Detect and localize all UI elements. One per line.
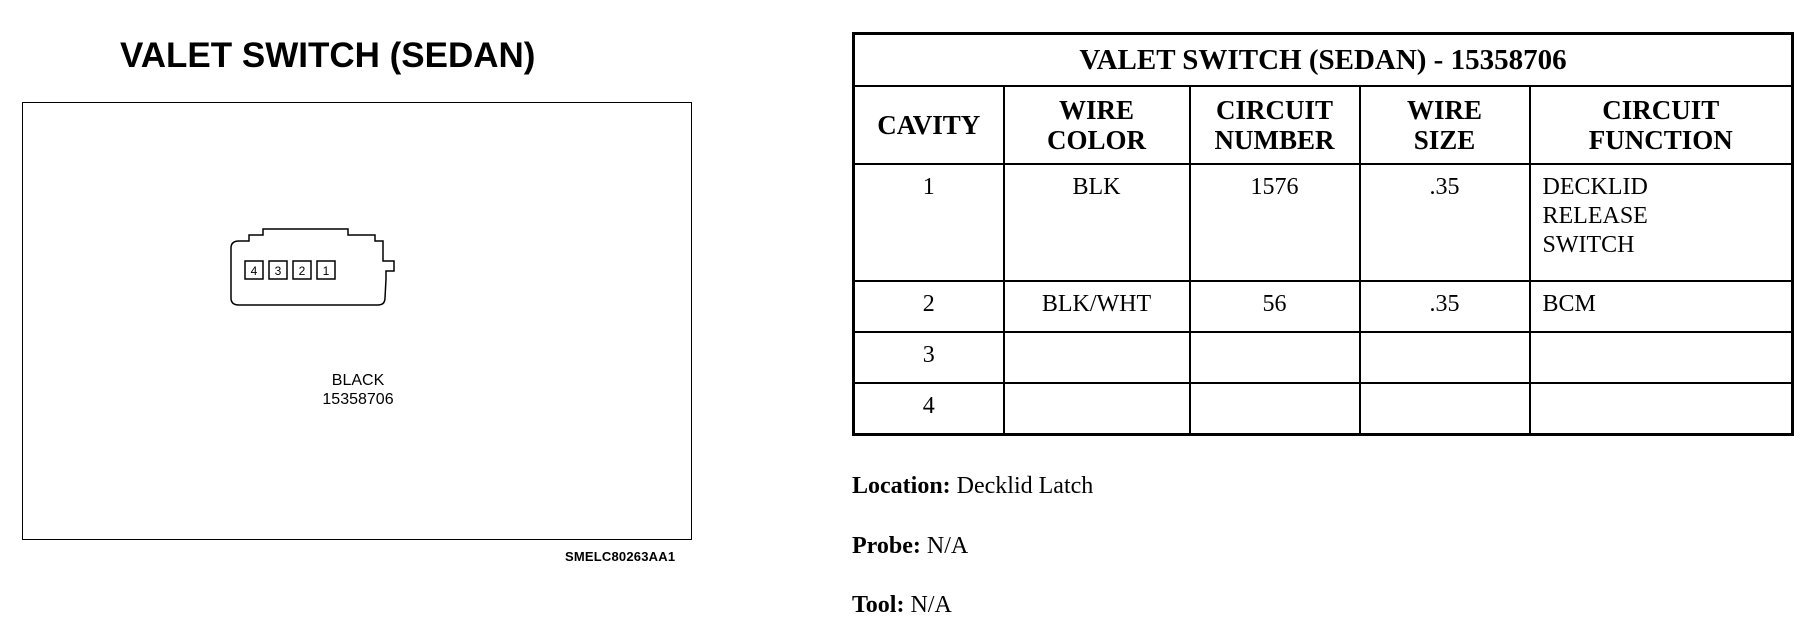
cell-circuit-function: BCM xyxy=(1528,280,1794,333)
probe-line: Probe: N/A xyxy=(852,533,968,560)
diagram-title: VALET SWITCH (SEDAN) xyxy=(120,36,536,75)
cavity-1 xyxy=(316,260,336,280)
pinout-table: VALET SWITCH (SEDAN) - 15358706 CAVITY W… xyxy=(852,32,1794,436)
table-row: 4 xyxy=(852,382,1794,436)
cell-circuit-function: DECKLID RELEASE SWITCH xyxy=(1528,163,1794,282)
cell-wire-size: .35 xyxy=(1358,163,1531,282)
probe-value: N/A xyxy=(926,533,969,559)
pin-label: 2 xyxy=(299,264,306,278)
table-row: 2 BLK/WHT 56 .35 BCM xyxy=(852,280,1794,333)
cavity-2 xyxy=(292,260,312,280)
tool-value: N/A xyxy=(910,592,952,618)
location-label: Location: xyxy=(852,473,951,499)
cell-wire-color xyxy=(1002,382,1191,436)
connector-part-number: 15358706 xyxy=(322,391,394,408)
header-wire-size: WIRE SIZE xyxy=(1358,85,1531,165)
cell-wire-color: BLK/WHT xyxy=(1002,280,1191,333)
cell-circuit-function xyxy=(1528,382,1794,436)
tool-line: Tool: N/A xyxy=(852,592,952,619)
cell-wire-color: BLK xyxy=(1002,163,1191,282)
pin-label: 3 xyxy=(275,264,282,278)
cell-cavity: 4 xyxy=(852,382,1005,436)
connector-label: BLACK 15358706 xyxy=(273,371,443,409)
probe-label: Probe: xyxy=(852,533,921,559)
cell-cavity: 2 xyxy=(852,280,1005,333)
header-cavity: CAVITY xyxy=(852,85,1005,165)
cell-wire-size xyxy=(1358,331,1531,384)
cell-wire-color xyxy=(1002,331,1191,384)
cavity-4 xyxy=(244,260,264,280)
cell-wire-size: .35 xyxy=(1358,280,1531,333)
cell-cavity: 3 xyxy=(852,331,1005,384)
table-title: VALET SWITCH (SEDAN) - 15358706 xyxy=(852,32,1794,87)
pin-row: 4 3 2 1 xyxy=(244,260,336,280)
figure-code: SMELC80263AA1 xyxy=(565,549,676,564)
header-circuit-number: CIRCUIT NUMBER xyxy=(1188,85,1361,165)
header-row: CAVITY WIRE COLOR CIRCUIT NUMBER WIRE SI… xyxy=(852,85,1794,165)
cell-circuit-number: 1576 xyxy=(1188,163,1361,282)
location-line: Location: Decklid Latch xyxy=(852,473,1093,500)
connector-face-illustration: 4 3 2 1 xyxy=(230,228,395,306)
header-wire-color: WIRE COLOR xyxy=(1002,85,1191,165)
tool-label: Tool: xyxy=(852,592,905,618)
cell-cavity: 1 xyxy=(852,163,1005,282)
cell-wire-size xyxy=(1358,382,1531,436)
pin-label: 1 xyxy=(323,264,330,278)
table-row: 1 BLK 1576 .35 DECKLID RELEASE SWITCH xyxy=(852,163,1794,282)
cell-circuit-number xyxy=(1188,331,1361,384)
cell-circuit-number: 56 xyxy=(1188,280,1361,333)
cell-circuit-number xyxy=(1188,382,1361,436)
table-row: 3 xyxy=(852,331,1794,384)
pin-label: 4 xyxy=(251,264,258,278)
cavity-3 xyxy=(268,260,288,280)
connector-color: BLACK xyxy=(331,372,385,389)
location-value: Decklid Latch xyxy=(956,473,1094,499)
cell-circuit-function xyxy=(1528,331,1794,384)
connector-diagram-frame: 4 3 2 1 BLACK 15358706 xyxy=(22,102,692,540)
header-circuit-function: CIRCUIT FUNCTION xyxy=(1528,85,1794,165)
